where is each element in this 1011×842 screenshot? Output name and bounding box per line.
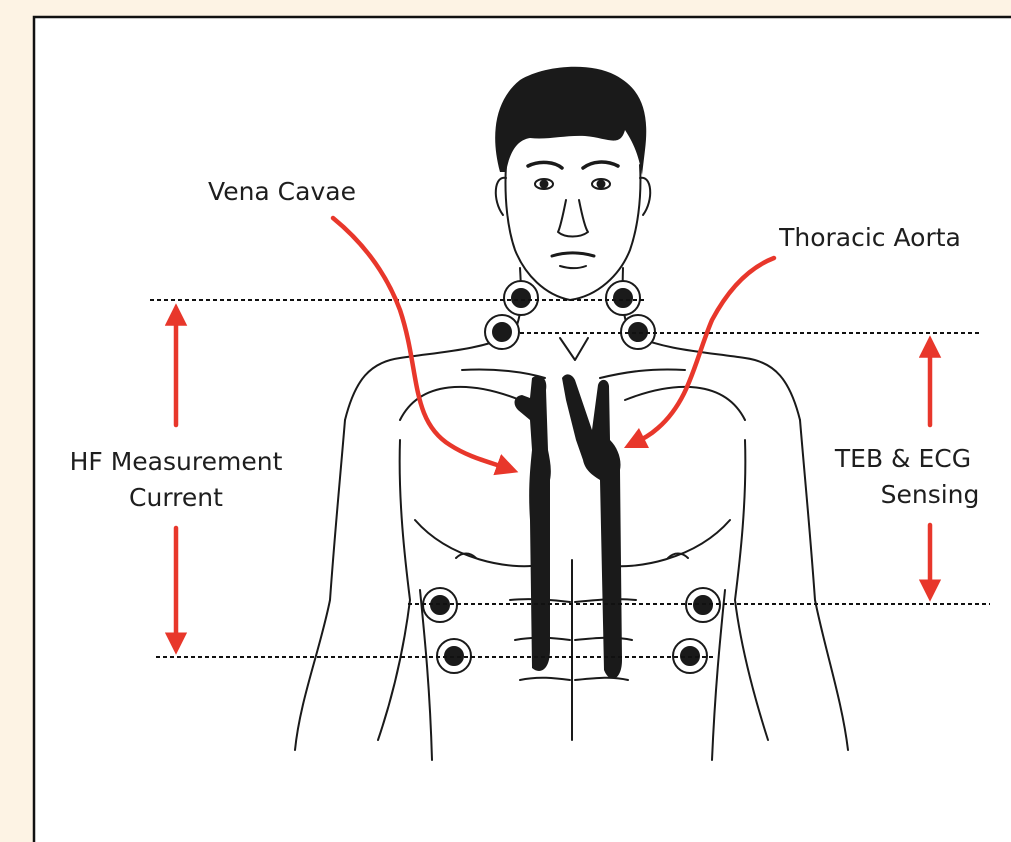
hf-label-line1: HF Measurement <box>70 447 283 476</box>
diagram-panel <box>34 17 1011 842</box>
electrode-neck-left-upper <box>504 281 538 315</box>
thoracic-aorta-label: Thoracic Aorta <box>778 223 961 252</box>
electrode-neck-right-upper <box>606 281 640 315</box>
teb-label-line2: Sensing <box>881 480 980 509</box>
teb-label-line1: TEB & ECG <box>834 444 971 473</box>
hf-label-line2: Current <box>129 483 223 512</box>
electrode-neck-left-lower <box>485 315 519 349</box>
vena-cavae-label: Vena Cavae <box>208 177 356 206</box>
